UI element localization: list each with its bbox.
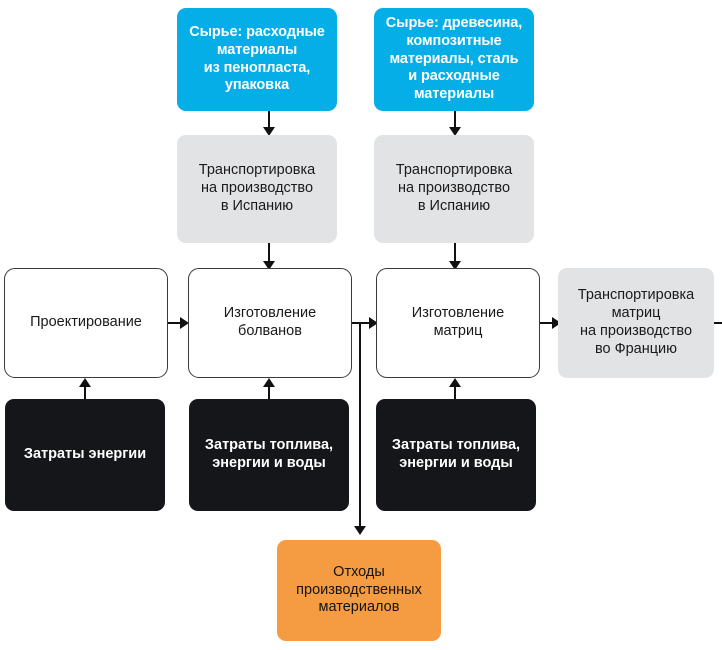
arrowhead-fuel1-to-plug [263, 378, 275, 387]
connector-transport2-to-mould [454, 243, 456, 267]
arrowhead-transport2-to-mould [449, 261, 461, 270]
node-raw-material-wood[interactable]: Сырье: древесина, композитные материалы,… [374, 8, 534, 111]
arrowhead-design-to-plug [180, 317, 189, 329]
arrowhead-fuel2-to-mould [449, 378, 461, 387]
arrowhead-mould-to-transport-france [552, 317, 561, 329]
connector-wood-to-transport2 [454, 110, 456, 132]
node-transport-spain-1[interactable]: Транспортировка на производство в Испани… [177, 135, 337, 243]
arrowhead-wood-to-transport2 [449, 127, 461, 136]
node-fuel-energy-water-1[interactable]: Затраты топлива, энергии и воды [189, 399, 349, 511]
node-mould-manufacturing[interactable]: Изготовление матриц [376, 268, 540, 378]
arrowhead-junction-to-waste [354, 526, 366, 535]
connector-fuel1-to-plug [268, 382, 270, 400]
arrowhead-energy-to-design [79, 378, 91, 387]
connector-plug-to-mould [352, 322, 380, 324]
connector-foam-to-transport1 [268, 110, 270, 132]
connector-junction-to-waste [359, 322, 361, 531]
node-production-waste[interactable]: Отходы производственных материалов [277, 540, 441, 641]
arrowhead-foam-to-transport1 [263, 127, 275, 136]
connector-energy-to-design [84, 382, 86, 400]
node-energy-costs[interactable]: Затраты энергии [5, 399, 165, 511]
node-raw-material-foam[interactable]: Сырье: расходные материалы из пенопласта… [177, 8, 337, 111]
arrowhead-transport1-to-plug [263, 261, 275, 270]
connector-fuel2-to-mould [454, 382, 456, 400]
node-design[interactable]: Проектирование [4, 268, 168, 378]
node-fuel-energy-water-2[interactable]: Затраты топлива, энергии и воды [376, 399, 536, 511]
node-plug-manufacturing[interactable]: Изготовление болванов [188, 268, 352, 378]
connector-transport-france-to-offscreen [710, 322, 722, 324]
connector-transport1-to-plug [268, 243, 270, 267]
connector-design-to-plug [168, 322, 186, 324]
arrowhead-plug-to-mould [369, 317, 378, 329]
node-transport-spain-2[interactable]: Транспортировка на производство в Испани… [374, 135, 534, 243]
node-transport-france[interactable]: Транспортировка матриц на производство в… [558, 268, 714, 378]
